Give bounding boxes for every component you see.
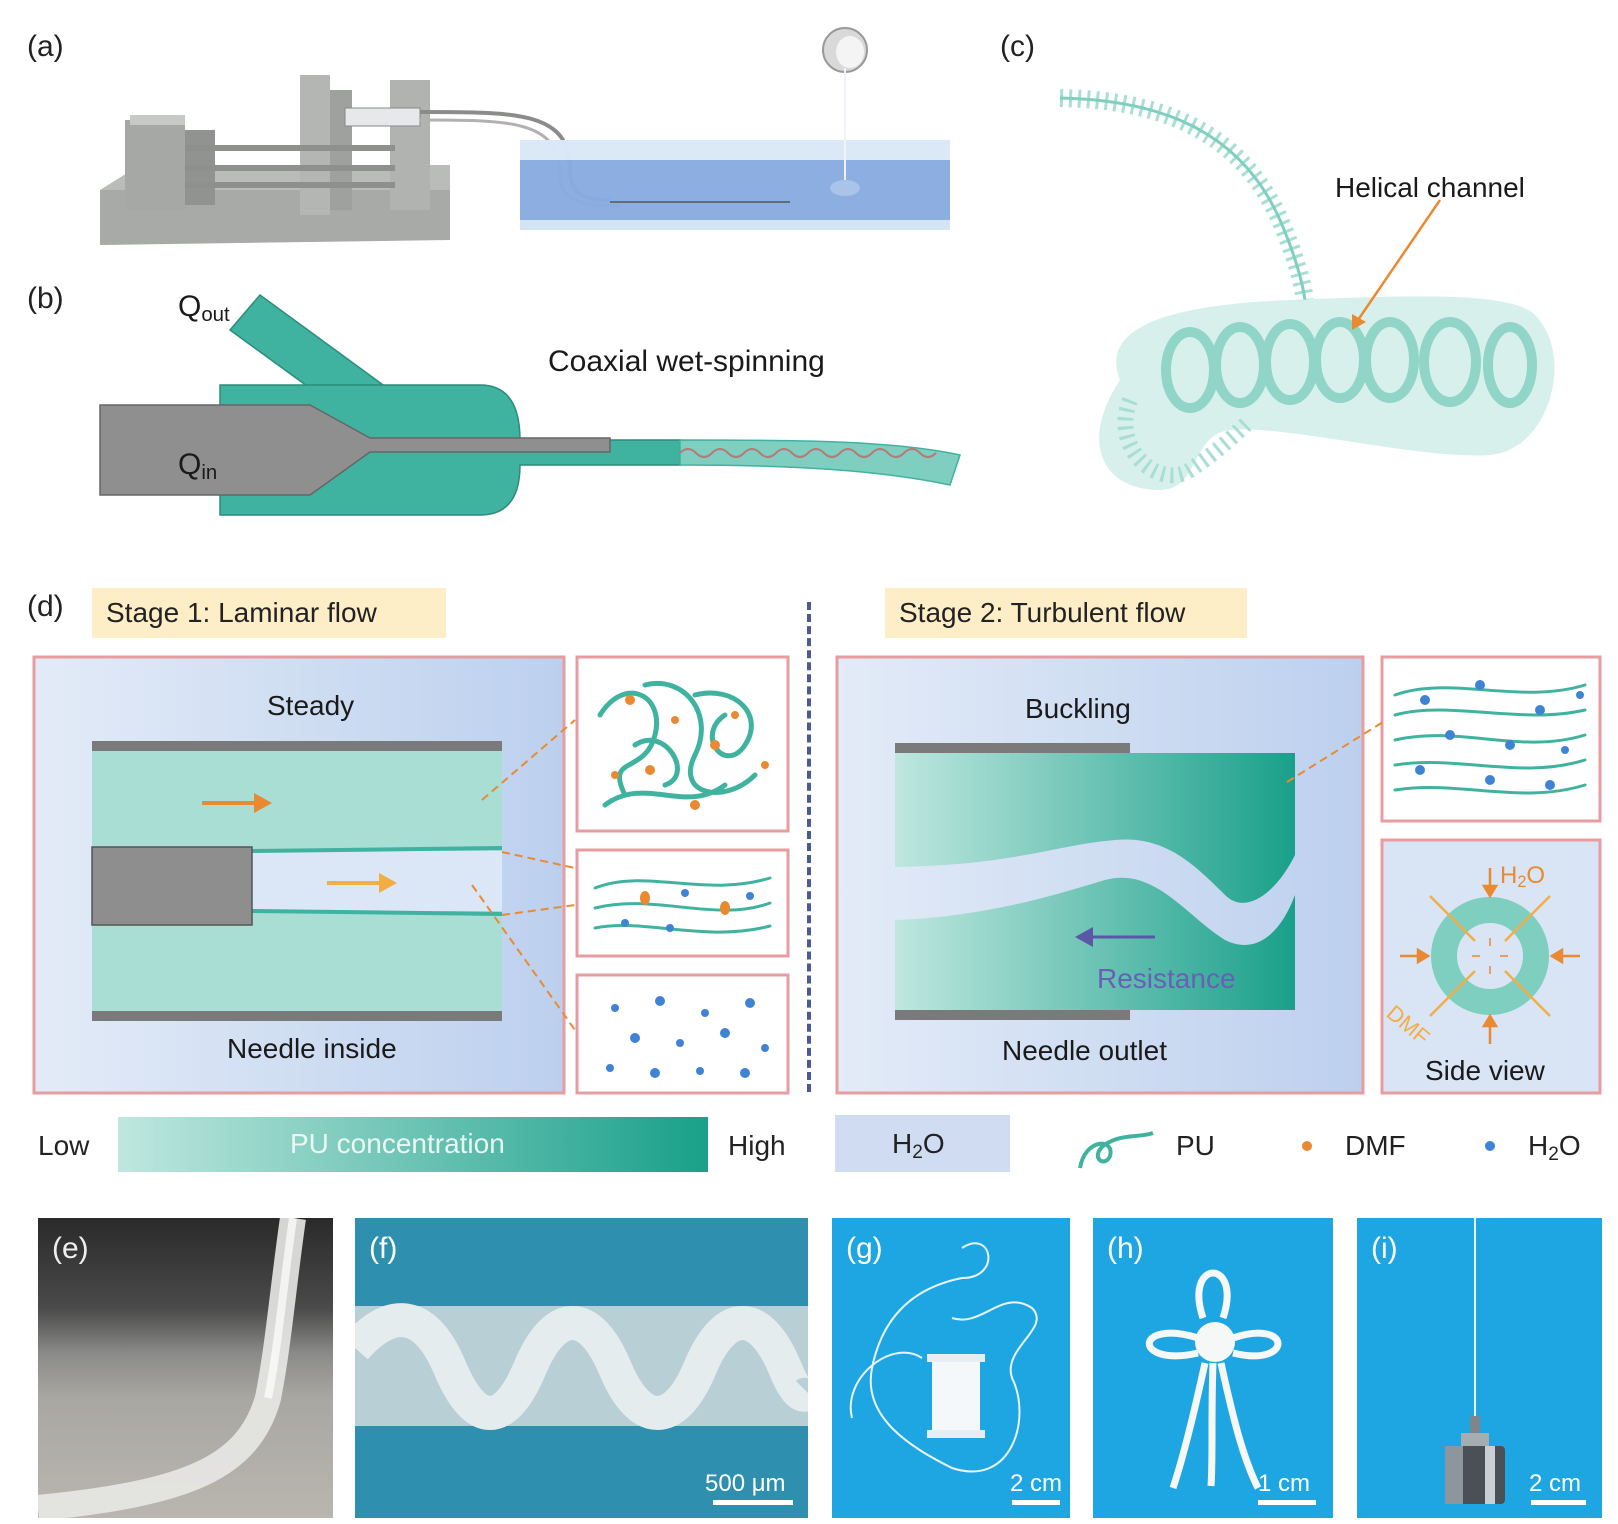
- h-scale-text: 1 cm: [1258, 1470, 1311, 1497]
- stage2-label: Stage 2: Turbulent flow: [885, 588, 1247, 638]
- photo-g-spool: (g) 2 cm: [832, 1218, 1070, 1518]
- panel-label-g: (g): [846, 1232, 883, 1265]
- pu-concentration-gradient: [118, 1117, 708, 1172]
- turbulent-flow-diagram: [835, 655, 1365, 1095]
- q-out-label: Qout: [178, 290, 230, 327]
- h2o-legend-dot: [1485, 1141, 1495, 1151]
- photo-f-helical-fiber: [355, 1303, 808, 1430]
- photo-e-fiber: [38, 1218, 306, 1518]
- laminar-connectors: [471, 719, 576, 1031]
- f-scale-bar: [713, 1500, 793, 1505]
- i-scale-bar: [1531, 1500, 1586, 1505]
- photo-i-weight: (i) 2 cm: [1357, 1218, 1602, 1518]
- g-scale-bar: [1012, 1500, 1060, 1505]
- needle-inside-label: Needle inside: [227, 1033, 397, 1064]
- side-view-diagram: [1380, 838, 1602, 1095]
- legend-dmf: DMF: [1345, 1130, 1406, 1161]
- h2o-inflow-label: H2O: [1500, 862, 1546, 892]
- legend-pu-concentration: PU concentration: [290, 1128, 505, 1159]
- photo-e-fiber-bath: (e): [38, 1218, 333, 1518]
- pu-legend-icon: [1078, 1131, 1154, 1169]
- panel-label-d: (d): [27, 590, 64, 623]
- laminar-inset-pu-dmf: [575, 655, 790, 833]
- panel-label-h: (h): [1107, 1232, 1144, 1265]
- i-scale-text: 2 cm: [1529, 1470, 1582, 1497]
- panel-label-e: (e): [52, 1232, 89, 1265]
- q-in-label: Qin: [178, 448, 218, 485]
- panel-label-c: (c): [1000, 30, 1035, 63]
- buckling-label: Buckling: [1025, 693, 1131, 724]
- turbulent-inset-connector: [1286, 721, 1384, 783]
- legend-pu: PU: [1176, 1130, 1215, 1161]
- photo-f-microscope: (f) 500 μm: [355, 1218, 808, 1518]
- photo-g-fiber: [849, 1242, 1038, 1473]
- dmf-legend-dot: [1302, 1141, 1312, 1151]
- coaxial-wet-spinning-title: Coaxial wet-spinning: [548, 345, 825, 378]
- side-view-label: Side view: [1425, 1055, 1545, 1086]
- steady-label: Steady: [267, 690, 355, 721]
- legend-h2o: H2O: [1528, 1130, 1581, 1165]
- panel-label-b: (b): [27, 282, 64, 315]
- photo-h-knot: (h) 1 cm: [1093, 1218, 1333, 1518]
- helical-channel-label: Helical channel: [1335, 172, 1525, 203]
- photo-h-knot-shape: [1145, 1269, 1282, 1490]
- laminar-inset-interface: [575, 848, 790, 958]
- resistance-label: Resistance: [1097, 963, 1236, 994]
- panel-label-f: (f): [369, 1232, 398, 1265]
- needle-outlet-label: Needle outlet: [1002, 1035, 1168, 1066]
- legend-high: High: [728, 1130, 786, 1161]
- laminar-flow-diagram: [32, 655, 566, 1095]
- panel-label-i: (i): [1371, 1232, 1398, 1265]
- legend-h2o-box-text: H2O: [892, 1128, 945, 1163]
- turbulent-inset-pu-water: [1380, 655, 1602, 823]
- h2o-legend-box: [835, 1115, 1010, 1172]
- laminar-inset-water: [575, 973, 790, 1095]
- h-scale-bar: [1258, 1500, 1316, 1505]
- stage-divider: [807, 602, 811, 1092]
- spinning-apparatus-illustration: [100, 27, 950, 245]
- coaxial-nozzle-diagram: [99, 293, 961, 516]
- f-scale-text: 500 μm: [705, 1470, 786, 1497]
- panel-label-a: (a): [27, 30, 64, 63]
- g-scale-text: 2 cm: [1010, 1470, 1063, 1497]
- helical-fiber-illustration: [1059, 89, 1555, 490]
- legend-low: Low: [38, 1130, 90, 1161]
- stage1-label: Stage 1: Laminar flow: [92, 588, 446, 638]
- photo-i-weight-shape: [1445, 1218, 1505, 1504]
